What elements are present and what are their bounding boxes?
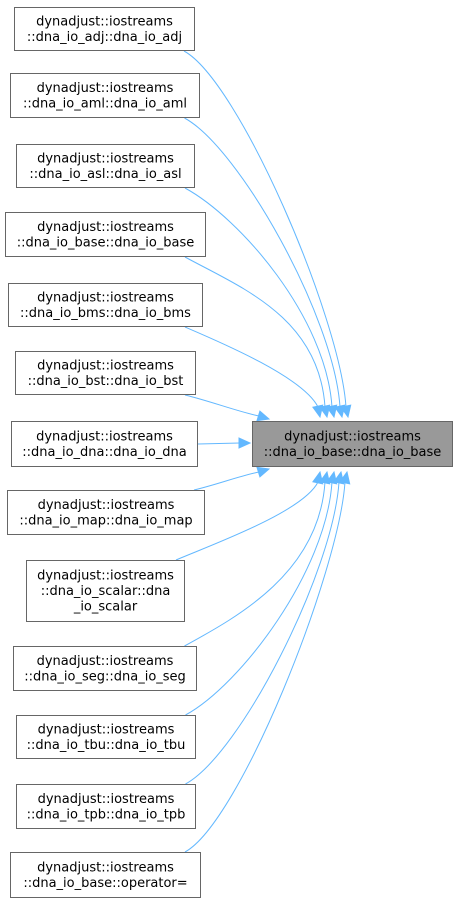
edge-arrowhead <box>256 466 271 478</box>
edge-arrowhead <box>339 470 351 485</box>
caller-node-label: dynadjust::iostreams <box>37 569 174 584</box>
caller-node-box <box>16 784 196 829</box>
edge-adj <box>183 50 352 419</box>
caller-node-label: ::dna_io_tpb::dna_io_tpb <box>27 807 186 822</box>
caller-node-label: ::dna_io_asl::dna_io_asl <box>29 167 181 182</box>
caller-node-label: dynadjust::iostreams <box>36 429 173 444</box>
caller-node-box <box>16 144 195 188</box>
nodes-layer: dynadjust::iostreams::dna_io_adj::dna_io… <box>5 7 453 898</box>
edge-line <box>184 481 326 647</box>
edge-arrowhead <box>312 404 324 419</box>
edge-dna <box>197 437 252 449</box>
caller-node-box <box>16 715 196 759</box>
caller-node-dna[interactable]: dynadjust::iostreams::dna_io_dna::dna_io… <box>11 421 198 467</box>
caller-node-base[interactable]: dynadjust::iostreams::dna_io_base::dna_i… <box>5 212 206 257</box>
edge-operator <box>184 470 351 853</box>
edge-seg <box>184 470 331 647</box>
caller-node-scalar[interactable]: dynadjust::iostreams::dna_io_scalar::dna… <box>26 560 185 622</box>
caller-node-box <box>15 351 196 395</box>
caller-node-box <box>13 646 197 691</box>
caller-node-label: dynadjust::iostreams <box>37 290 174 305</box>
caller-node-label: dynadjust::iostreams <box>37 654 174 669</box>
edge-tbu <box>185 470 338 716</box>
caller-node-bms[interactable]: dynadjust::iostreams::dna_io_bms::dna_io… <box>8 283 203 327</box>
target-node-label: ::dna_io_base::dna_io_base <box>264 445 442 460</box>
target-node-box <box>252 421 453 467</box>
caller-node-label: ::dna_io_bms::dna_io_bms <box>20 306 191 321</box>
caller-node-label: dynadjust::iostreams <box>37 81 174 96</box>
edge-line <box>184 481 346 853</box>
caller-node-map[interactable]: dynadjust::iostreams::dna_io_map::dna_io… <box>7 490 205 535</box>
caller-node-label: ::dna_io_tbu::dna_io_tbu <box>27 738 186 753</box>
caller-node-box <box>10 73 200 118</box>
edge-aml <box>184 117 346 419</box>
edge-tpb <box>185 470 345 785</box>
caller-node-tpb[interactable]: dynadjust::iostreams::dna_io_tpb::dna_io… <box>16 784 196 829</box>
edge-asl <box>184 187 338 419</box>
caller-node-label: dynadjust::iostreams <box>38 722 175 737</box>
caller-node-box <box>7 490 205 535</box>
caller-node-label: dynadjust::iostreams <box>37 358 174 373</box>
caller-node-box <box>5 212 206 257</box>
caller-node-label: ::dna_io_map::dna_io_map <box>19 513 192 528</box>
edge-line <box>184 256 326 408</box>
caller-node-asl[interactable]: dynadjust::iostreams::dna_io_asl::dna_io… <box>16 144 195 188</box>
caller-node-label: dynadjust::iostreams <box>38 792 175 807</box>
caller-node-label: dynadjust::iostreams <box>37 220 174 235</box>
caller-node-label: dynadjust::iostreams <box>38 498 175 513</box>
edge-line <box>184 326 319 408</box>
edge-bms <box>184 326 324 419</box>
edge-arrowhead <box>238 437 252 449</box>
caller-node-label: ::dna_io_base::operator= <box>23 876 187 891</box>
caller-node-box <box>14 7 195 51</box>
caller-node-label: ::dna_io_base::dna_io_base <box>17 235 195 250</box>
edge-line <box>183 50 347 408</box>
edge-map <box>193 466 271 491</box>
caller-node-label: ::dna_io_aml::dna_io_aml <box>23 96 187 111</box>
caller-node-aml[interactable]: dynadjust::iostreams::dna_io_aml::dna_io… <box>10 73 200 118</box>
edge-line <box>184 394 260 417</box>
caller-node-label: dynadjust::iostreams <box>37 151 174 166</box>
edge-arrowhead <box>334 404 346 419</box>
caller-node-seg[interactable]: dynadjust::iostreams::dna_io_seg::dna_io… <box>13 646 197 691</box>
caller-node-label: dynadjust::iostreams <box>37 860 174 875</box>
edge-line <box>184 117 341 408</box>
edge-arrowhead <box>256 410 271 422</box>
edge-line <box>185 481 333 716</box>
edge-bst <box>184 394 271 422</box>
edge-base <box>184 256 331 419</box>
target-node[interactable]: dynadjust::iostreams::dna_io_base::dna_i… <box>252 421 453 467</box>
edge-line <box>193 471 260 491</box>
caller-node-box <box>26 560 185 622</box>
caller-node-label: _io_scalar <box>73 600 138 615</box>
caller-node-adj[interactable]: dynadjust::iostreams::dna_io_adj::dna_io… <box>14 7 195 51</box>
caller-node-bst[interactable]: dynadjust::iostreams::dna_io_bst::dna_io… <box>15 351 196 395</box>
edge-line <box>175 481 319 561</box>
caller-node-label: ::dna_io_adj::dna_io_adj <box>27 30 182 45</box>
edge-line <box>184 187 333 408</box>
caller-node-tbu[interactable]: dynadjust::iostreams::dna_io_tbu::dna_io… <box>16 715 196 759</box>
caller-node-label: ::dna_io_scalar::dna <box>41 584 171 599</box>
caller-node-box <box>8 283 203 327</box>
caller-node-label: ::dna_io_bst::dna_io_bst <box>28 374 184 389</box>
target-node-label: dynadjust::iostreams <box>284 429 421 444</box>
caller-node-box <box>10 852 201 898</box>
edges-layer <box>175 50 352 853</box>
caller-node-label: ::dna_io_dna::dna_io_dna <box>22 445 186 460</box>
caller-node-box <box>11 421 198 467</box>
caller-node-label: ::dna_io_seg::dna_io_seg <box>24 669 186 684</box>
caller-node-label: dynadjust::iostreams <box>36 14 173 29</box>
edge-line <box>185 481 340 785</box>
edge-line <box>197 442 241 445</box>
caller-node-operator[interactable]: dynadjust::iostreams::dna_io_base::opera… <box>10 852 201 898</box>
